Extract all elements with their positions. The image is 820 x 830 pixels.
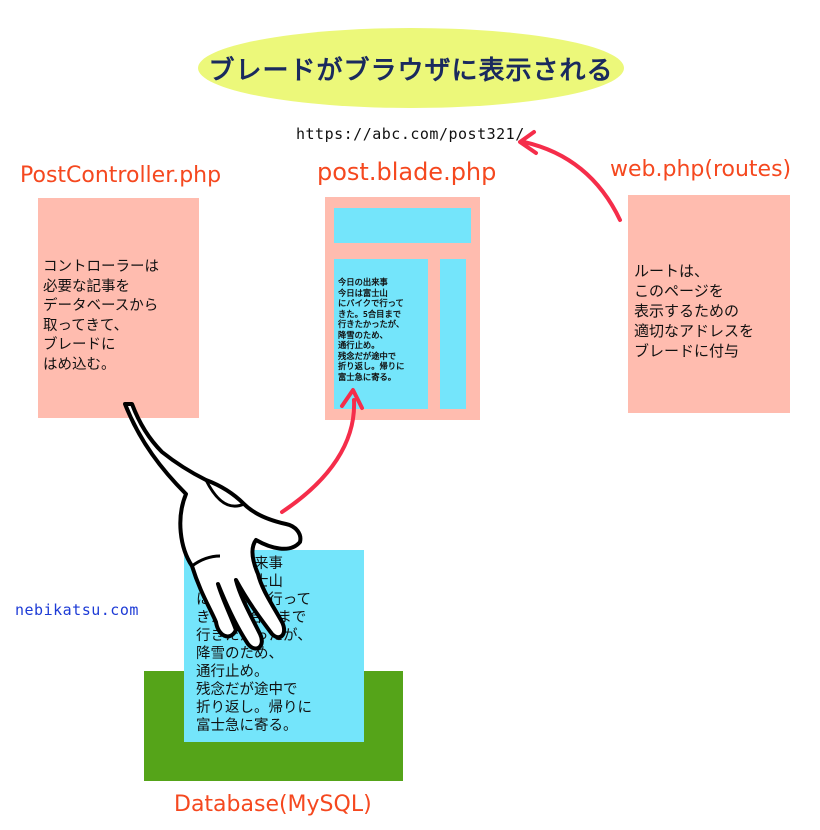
blade-content-block: 今日の出来事 今日は富士山 にバイクで行って きた。5合目まで 行きたかったが、… — [334, 259, 428, 409]
routes-text: ルートは、 このページを 表示するための 適切なアドレスを ブレードに付与 — [634, 262, 755, 360]
routes-label: web.php(routes) — [610, 157, 792, 182]
arrow-routes-to-url — [518, 130, 622, 222]
blade-box: 今日の出来事 今日は富士山 にバイクで行って きた。5合目まで 行きたかったが、… — [325, 197, 480, 420]
controller-box: コントローラーは 必要な記事を データベースから 取ってきて、 ブレードに はめ… — [38, 198, 199, 418]
url-text: https://abc.com/post321/ — [296, 125, 525, 143]
controller-text: コントローラーは 必要な記事を データベースから 取ってきて、 ブレードに はめ… — [43, 259, 159, 373]
arrow-db-to-blade — [280, 388, 364, 514]
database-label: Database(MySQL) — [174, 792, 372, 817]
page-title: ブレードがブラウザに表示される — [208, 55, 614, 86]
routes-box: ルートは、 このページを 表示するための 適切なアドレスを ブレードに付与 — [628, 195, 790, 413]
controller-label: PostController.php — [20, 163, 222, 188]
title-banner: ブレードがブラウザに表示される — [198, 28, 624, 108]
credit-text: nebikatsu.com — [15, 601, 139, 619]
blade-header-block — [334, 208, 471, 243]
hand-icon — [123, 402, 303, 651]
blade-sidebar-block — [440, 259, 466, 409]
blade-content-text: 今日の出来事 今日は富士山 にバイクで行って きた。5合目まで 行きたかったが、… — [338, 277, 405, 382]
blade-label: post.blade.php — [317, 158, 497, 186]
